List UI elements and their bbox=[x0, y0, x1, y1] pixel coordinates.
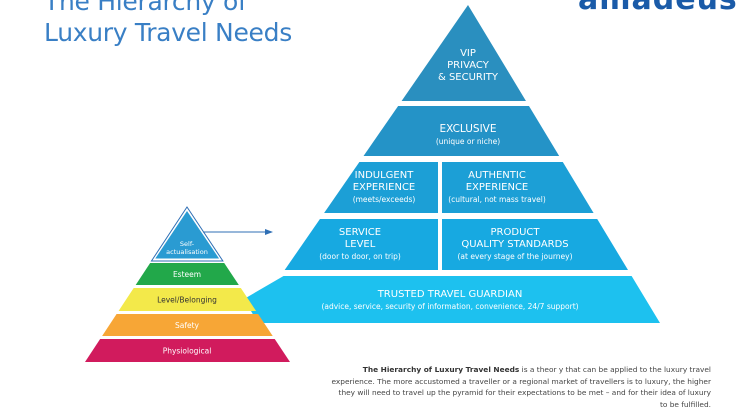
self-actualisation-label: Self- bbox=[180, 240, 195, 248]
caption: The Hierarchy of Luxury Travel Needs is … bbox=[331, 364, 711, 410]
esteem-label: Esteem bbox=[173, 270, 201, 279]
trusted-sublabel: (advice, service, security of informatio… bbox=[321, 302, 578, 311]
arrow-head-icon bbox=[265, 229, 273, 235]
amadeus-logo: amadeus bbox=[578, 0, 738, 17]
tier-belonging bbox=[118, 288, 257, 311]
tier-self-actualisation bbox=[155, 211, 220, 259]
tier-indulgent bbox=[324, 162, 438, 213]
service-label: SERVICE bbox=[339, 227, 381, 238]
authentic-label: AUTHENTIC bbox=[468, 170, 526, 181]
product-label: QUALITY STANDARDS bbox=[461, 239, 568, 250]
tier-exclusive bbox=[363, 106, 560, 156]
tier-esteem bbox=[135, 263, 239, 285]
caption-body: is a theor y that can be applied to the … bbox=[331, 365, 711, 409]
vip-label: & SECURITY bbox=[438, 72, 499, 83]
tier-vip bbox=[401, 5, 526, 101]
product-label: PRODUCT bbox=[491, 227, 541, 238]
trusted-label: TRUSTED TRAVEL GUARDIAN bbox=[377, 289, 523, 300]
tier-physiological bbox=[85, 339, 290, 362]
authentic-sublabel: (cultural, not mass travel) bbox=[448, 195, 546, 204]
connector-arrow bbox=[203, 229, 273, 235]
indulgent-sublabel: (meets/exceeds) bbox=[353, 195, 416, 204]
title-line-2: Luxury Travel Needs bbox=[44, 18, 292, 47]
title-line-1: The Hierarchy of bbox=[44, 0, 247, 16]
caption-title: The Hierarchy of Luxury Travel Needs bbox=[362, 365, 520, 374]
self-actualisation-label: actualisation bbox=[166, 248, 208, 256]
tier-authentic bbox=[442, 162, 594, 213]
safety-label: Safety bbox=[175, 321, 200, 330]
physiological-label: Physiological bbox=[163, 347, 212, 356]
vip-label: VIP bbox=[460, 48, 476, 59]
service-sublabel: (door to door, on trip) bbox=[319, 252, 401, 261]
exclusive-sublabel: (unique or niche) bbox=[436, 137, 500, 146]
product-sublabel: (at every stage of the journey) bbox=[457, 252, 572, 261]
tier-service bbox=[284, 219, 438, 270]
belonging-label: Level/Belonging bbox=[157, 296, 217, 305]
authentic-label: EXPERIENCE bbox=[466, 182, 529, 193]
indulgent-label: EXPERIENCE bbox=[353, 182, 416, 193]
indulgent-label: INDULGENT bbox=[355, 170, 415, 181]
tier-safety bbox=[102, 314, 273, 336]
tier-trusted bbox=[244, 276, 660, 323]
page-title: The Hierarchy of Luxury Travel Needs bbox=[44, 0, 292, 48]
exclusive-label: EXCLUSIVE bbox=[440, 123, 497, 135]
vip-label: PRIVACY bbox=[447, 60, 490, 71]
service-label: LEVEL bbox=[345, 239, 376, 250]
maslow-pyramid: Self-actualisationEsteemLevel/BelongingS… bbox=[85, 206, 290, 362]
tier-product bbox=[442, 219, 628, 270]
